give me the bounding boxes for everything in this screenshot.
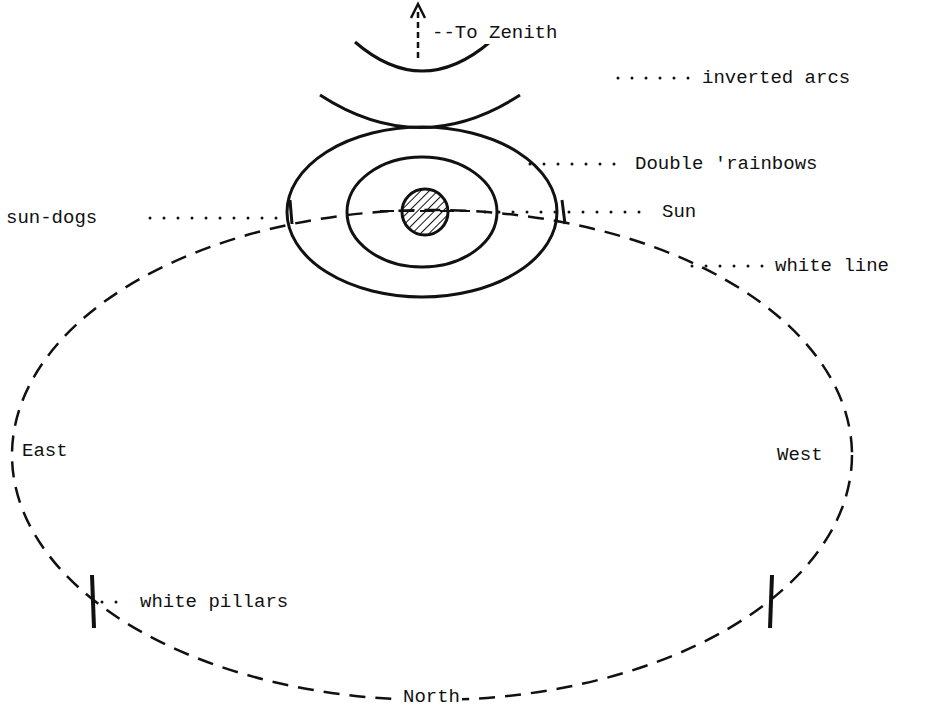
west-label: West: [775, 444, 825, 466]
white-pillar: [770, 575, 772, 628]
leader-dots: [102, 601, 130, 604]
pillars-label: white pillars: [138, 591, 290, 613]
sun-dog: [290, 200, 292, 224]
inner-halo: [347, 157, 497, 267]
outer-halo: [287, 127, 557, 297]
sundogs-label: sun-dogs: [4, 207, 99, 229]
rainbows-label: Double 'rainbows: [633, 153, 819, 175]
north-label: North: [401, 686, 462, 708]
zenith-arrow: [417, 8, 420, 58]
white-line-circle: [12, 210, 852, 700]
leader-dots: [485, 211, 652, 214]
leader-dots: [692, 265, 765, 268]
sun-label: Sun: [660, 201, 698, 223]
leader-dots: [530, 163, 625, 166]
leader-dots: [150, 217, 282, 220]
inverted-arc: [320, 95, 520, 128]
zenith-label: --To Zenith: [430, 22, 559, 44]
leader-dots: [618, 77, 692, 80]
sun-dog: [562, 200, 565, 224]
arcs-label: inverted arcs: [700, 67, 852, 89]
white-line-label: white line: [773, 255, 891, 277]
white-pillar: [92, 575, 94, 628]
white-line-through-sun: [380, 210, 470, 212]
arrow-head: [411, 4, 425, 18]
inverted-arc: [355, 42, 490, 71]
east-label: East: [20, 440, 70, 462]
